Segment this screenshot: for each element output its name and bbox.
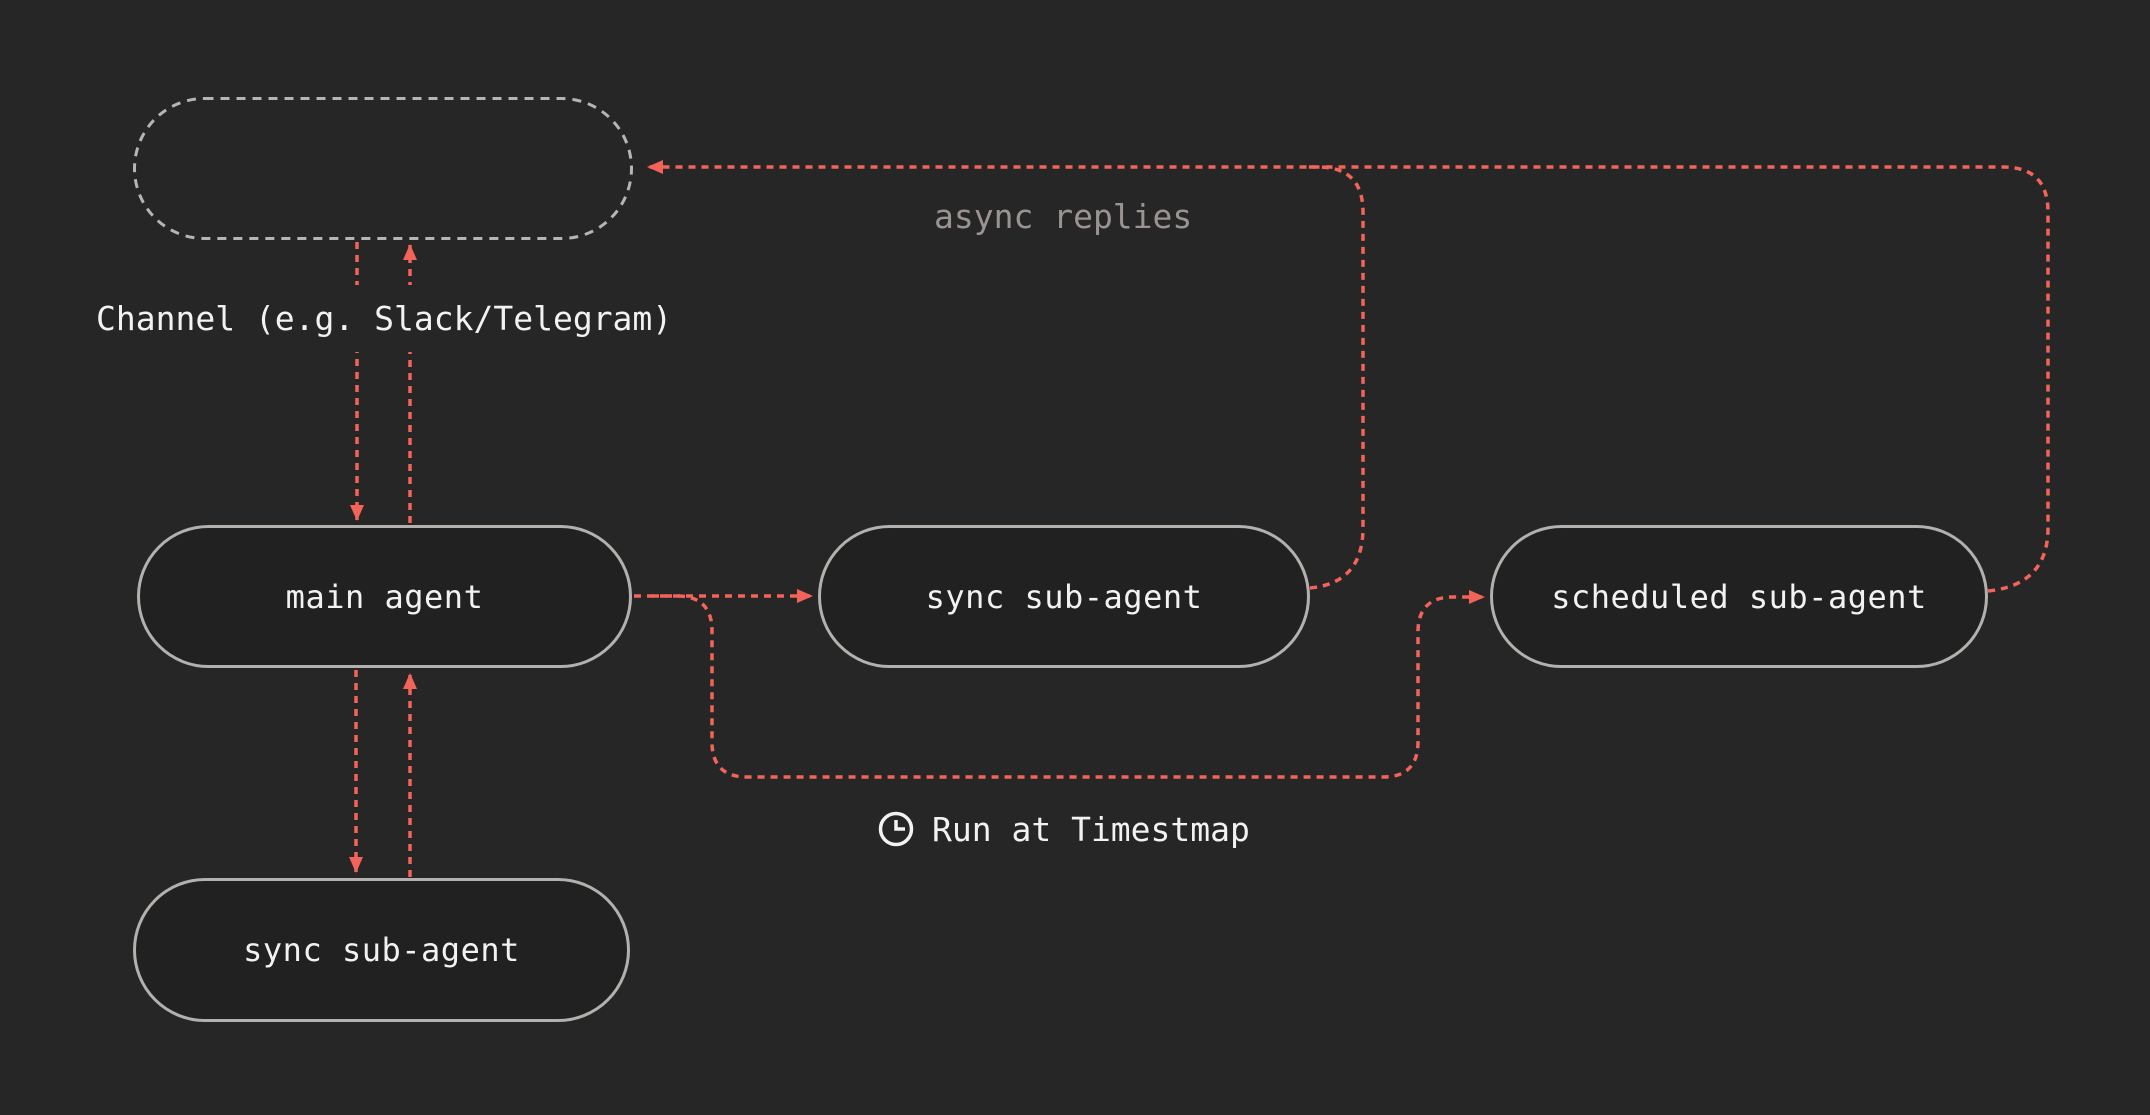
edge-main-agent-to-scheduled-sub-agent (652, 590, 1485, 779)
node-sync-sub-agent-bottom: sync sub-agent (133, 878, 630, 1022)
node-channel (133, 97, 633, 240)
clock-icon (878, 811, 914, 847)
edge-sync-sub-agent-to-channel (1308, 165, 1365, 590)
async-replies-caption: async replies (934, 197, 1193, 236)
run-at-timestamp-label: Run at Timestmap (932, 809, 1250, 849)
node-scheduled-sub-agent-label: scheduled sub-agent (1551, 577, 1927, 616)
channel-caption: Channel (e.g. Slack/Telegram) (86, 285, 683, 352)
node-scheduled-sub-agent: scheduled sub-agent (1490, 525, 1988, 668)
run-at-timestamp-row: Run at Timestmap (876, 804, 1250, 854)
node-sync-sub-agent: sync sub-agent (818, 525, 1310, 668)
node-sync-sub-agent-bottom-label: sync sub-agent (243, 931, 520, 969)
node-main-agent-label: main agent (285, 577, 484, 616)
node-main-agent: main agent (137, 525, 632, 668)
node-sync-sub-agent-label: sync sub-agent (925, 577, 1203, 616)
